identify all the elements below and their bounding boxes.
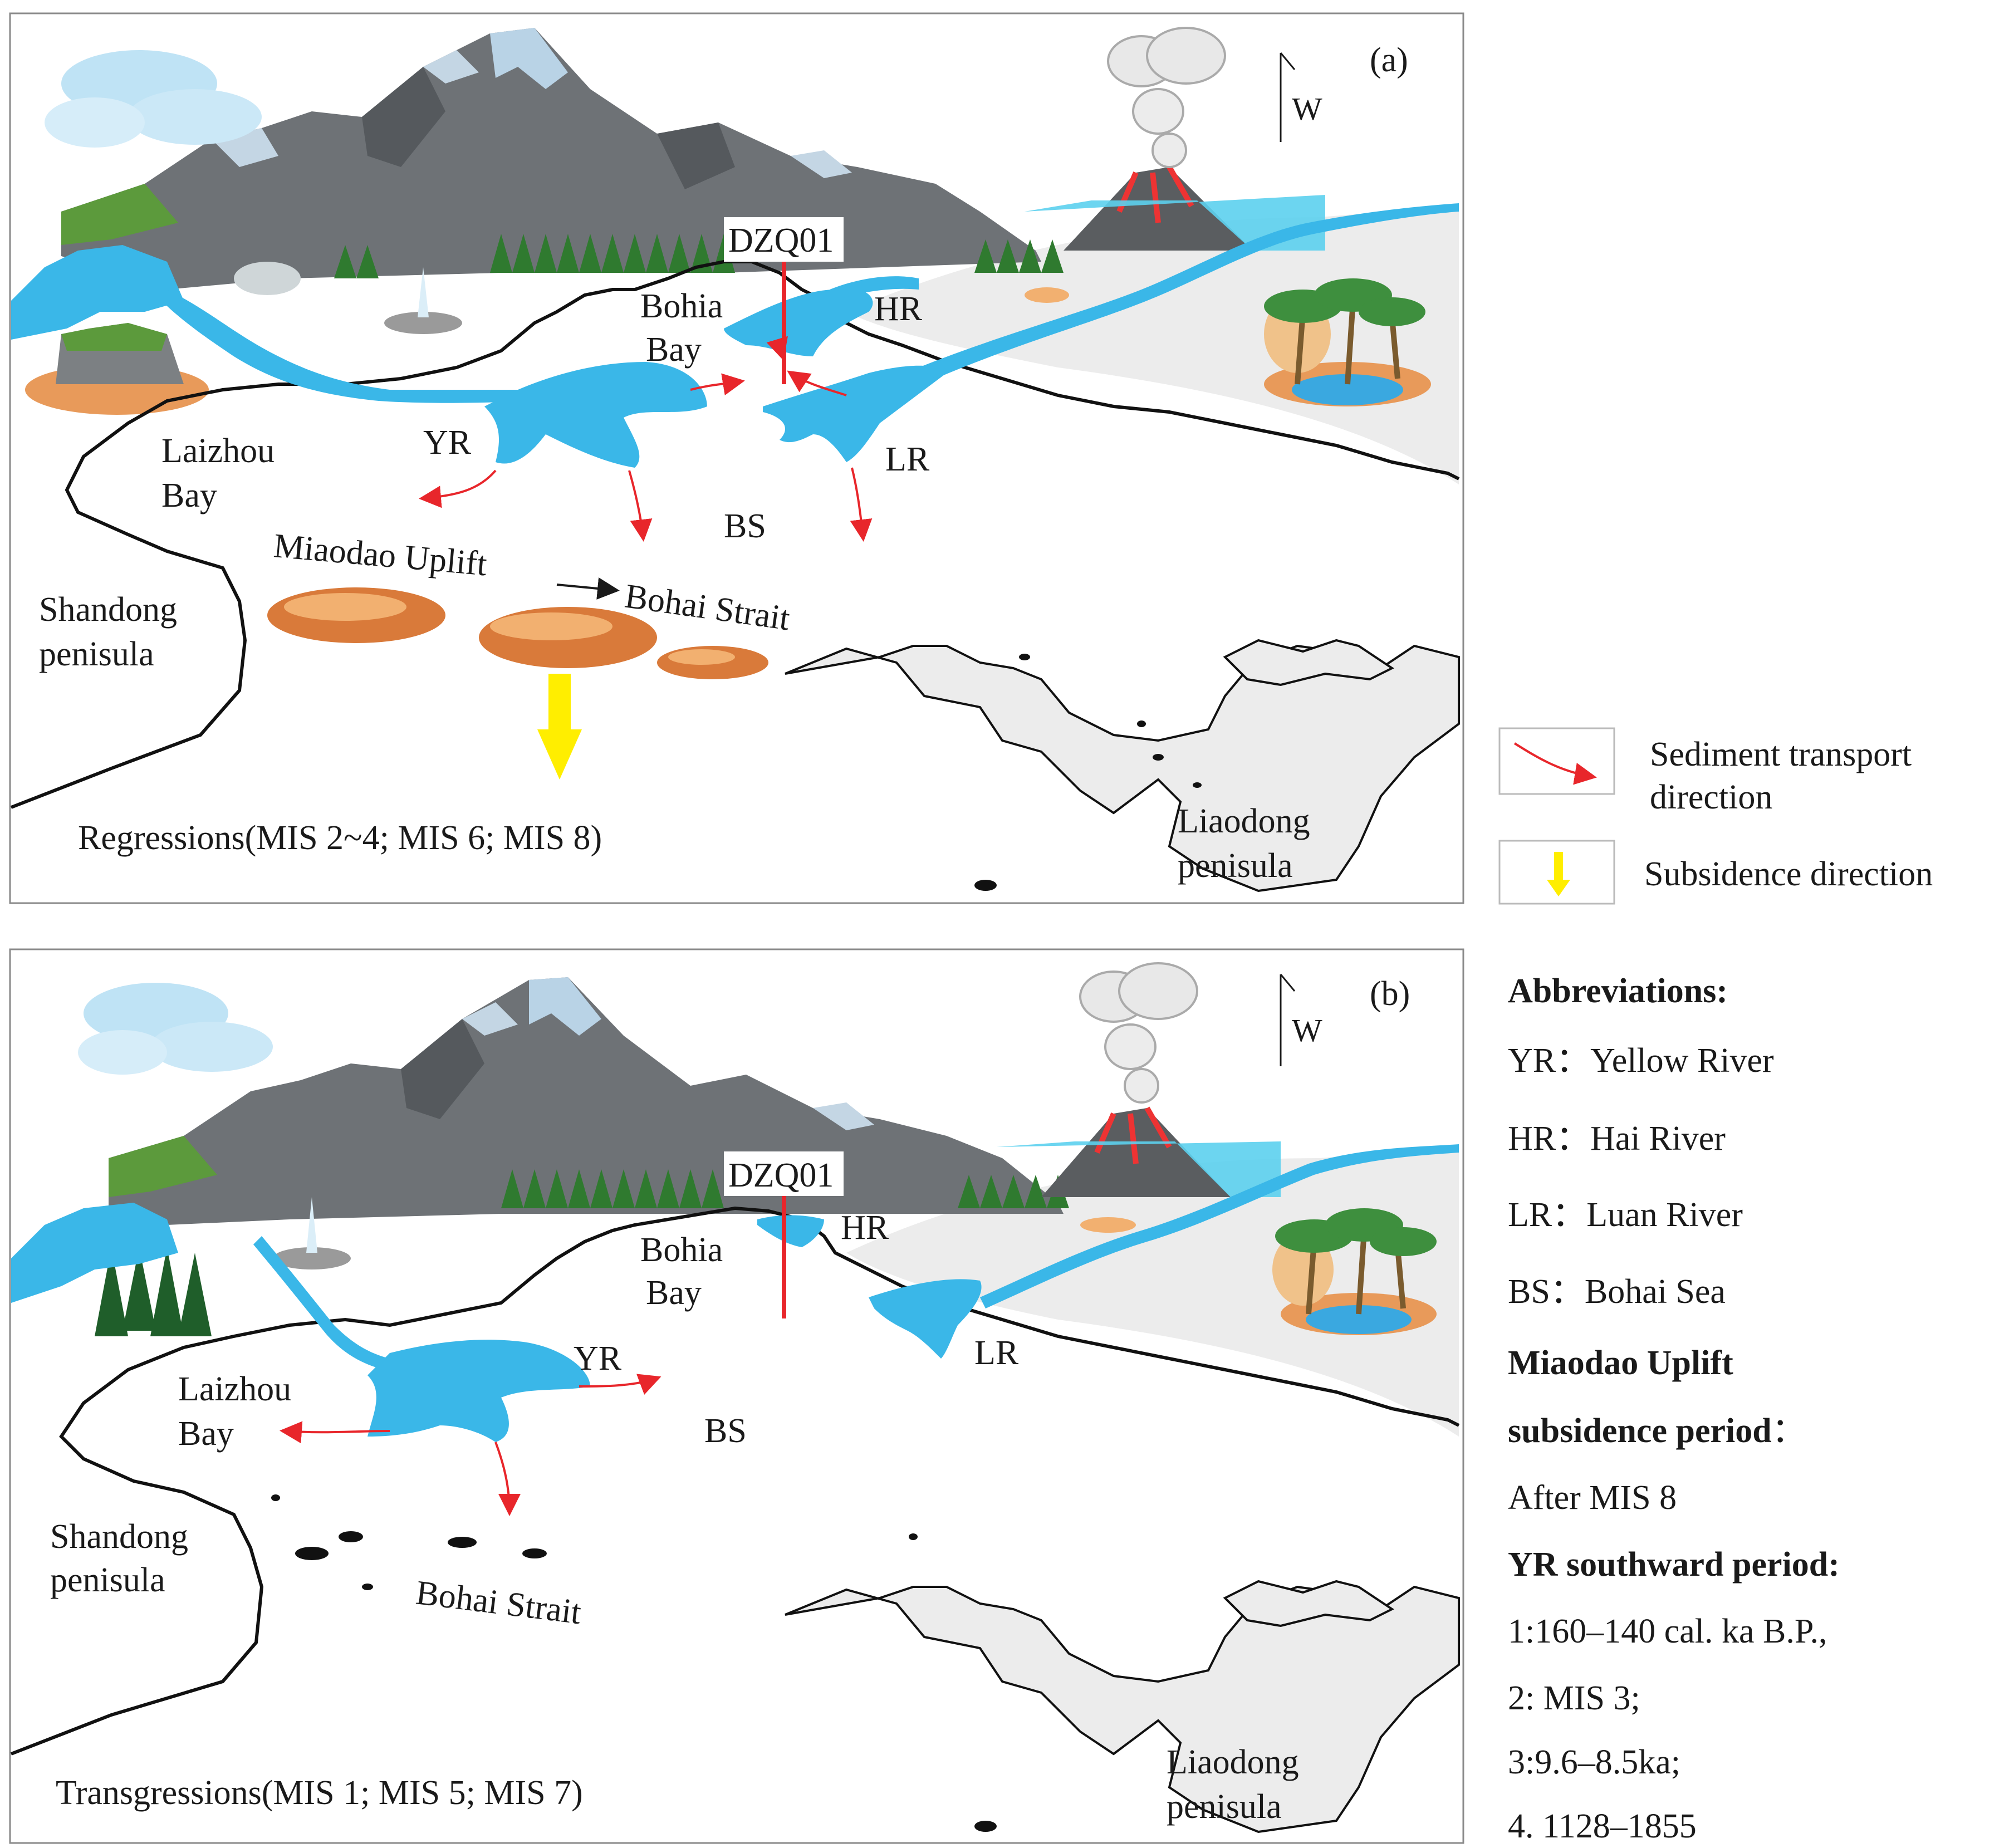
notes-lr: LR：Luan River: [1508, 1196, 1743, 1234]
notes-bs: BS：Bohai Sea: [1508, 1273, 1726, 1311]
panel-b-volcano: [997, 962, 1281, 1197]
panel-a-land-right: [846, 206, 1459, 484]
panel-a-laizhou-1: Laizhou: [161, 432, 275, 470]
panel-b: (b) W DZQ01 Bohia Bay HR YR LR BS Laizho…: [9, 948, 1464, 1844]
panel-b-bs-label: BS: [704, 1412, 747, 1450]
notes-hr: HR：Hai River: [1508, 1120, 1726, 1158]
panel-a-core-label-bg: [724, 217, 844, 262]
panel-a-bs-label: BS: [724, 507, 766, 545]
panel-b-cloud: [78, 983, 273, 1075]
panel-b-liaodong-land: [785, 1585, 1460, 1834]
legend-sediment-label-2: direction: [1650, 778, 1772, 816]
panel-b-bohai-bay-1: Bohia: [640, 1231, 723, 1269]
panel-b-laizhou-2: Bay: [178, 1415, 234, 1453]
panel-b-core-label: DZQ01: [728, 1156, 834, 1194]
notes-yr-title: YR southward period:: [1508, 1546, 1840, 1584]
panel-a-strait-arrow: [556, 577, 620, 600]
panel-b-coastline: [10, 1206, 1460, 1756]
legend-sediment-arrow: [1513, 742, 1597, 785]
legend-sediment-label-1: Sediment transport: [1650, 736, 1912, 773]
panel-a-liaodong-land: [785, 644, 1460, 893]
panel-a-tag: (a): [1370, 41, 1408, 79]
panel-b-compass-label: W: [1292, 1012, 1322, 1048]
panel-a-hr-label: HR: [874, 290, 923, 328]
panel-b-yr-label: YR: [574, 1340, 622, 1378]
legend-sediment-box: [1498, 727, 1615, 795]
panel-b-geyser: [273, 1197, 351, 1269]
panel-a-shandong-1: Shandong: [39, 591, 177, 629]
panel-a-yr-label: YR: [423, 424, 472, 462]
notes-subsidence-colon: ：: [1772, 1412, 1806, 1450]
panel-b-tag: (b): [1370, 975, 1410, 1013]
panel-a-compass-label: W: [1292, 91, 1322, 127]
panel-b-hr-label: HR: [841, 1209, 889, 1247]
panel-b-lr-label: LR: [974, 1334, 1019, 1372]
panel-b-liaodong-east: [1223, 1580, 1394, 1628]
panel-a-liaodong-2: penisula: [1178, 847, 1293, 885]
panel-a-islands: [974, 654, 1202, 891]
notes-miaodao-title: Miaodao Uplift: [1508, 1344, 1733, 1382]
notes-p2: 2: MIS 3;: [1508, 1679, 1640, 1717]
notes-abbr-title: Abbreviations:: [1508, 972, 1728, 1010]
panel-b-compass: [1280, 974, 1296, 1066]
panel-a-volcano: [1025, 27, 1325, 251]
notes-p4: 4. 1128–1855: [1508, 1807, 1697, 1845]
panel-b-land-right: [846, 1147, 1459, 1437]
panel-a-sediment-arrows: [419, 336, 873, 542]
panel-b-shandong-1: Shandong: [50, 1518, 188, 1556]
legend: Sediment transport direction Subsidence …: [1498, 727, 1933, 905]
panel-a-bohai-bay-1: Bohia: [640, 287, 723, 325]
panel-a-shandong-2: penisula: [39, 635, 154, 673]
panel-a-liaodong-1: Liaodong: [1178, 802, 1310, 840]
panel-b-liaodong-2: penisula: [1167, 1788, 1282, 1826]
panel-b-sediment-arrows: [280, 1374, 661, 1516]
panel-a: (a) W DZQ01 Bohia Bay HR YR LR BS Laizho…: [9, 12, 1464, 904]
panel-a-caption: Regressions(MIS 2~4; MIS 6; MIS 8): [78, 819, 602, 857]
panel-a-lr-label: LR: [885, 440, 930, 478]
panel-a-compass: [1280, 52, 1296, 142]
legend-subsidence-arrow: [1547, 852, 1570, 896]
panel-a-core-label: DZQ01: [728, 222, 834, 259]
panel-b-oasis: [1272, 1208, 1437, 1335]
panel-a-sandbar: [1025, 287, 1069, 303]
panel-b-core-label-bg: [724, 1151, 844, 1196]
panel-b-laizhou-1: Laizhou: [178, 1370, 291, 1408]
panel-b-sandbar: [1080, 1217, 1136, 1233]
notes-yr: YR：Yellow River: [1508, 1042, 1774, 1080]
panel-b-islands: [271, 1494, 997, 1832]
panel-a-oasis: [1264, 278, 1431, 406]
notes-after: After MIS 8: [1508, 1479, 1677, 1517]
panel-a-cloud: [45, 50, 262, 148]
panel-b-forest: [501, 1169, 1069, 1208]
panel-a-bohai-bay-2: Bay: [646, 331, 702, 369]
panel-a-geysers: [234, 262, 462, 334]
notes: Abbreviations: YR：Yellow River HR：Hai Ri…: [1508, 972, 1840, 1845]
panel-a-subsidence-arrow: [537, 674, 582, 780]
panel-a-laizhou-2: Bay: [161, 477, 217, 514]
panel-b-bohai-bay-2: Bay: [646, 1274, 702, 1312]
notes-p3: 3:9.6–8.5ka;: [1508, 1743, 1680, 1781]
panel-a-forest: [334, 234, 1064, 278]
notes-subsidence-line: subsidence period：: [1508, 1412, 1806, 1450]
panel-a-uplift: [267, 587, 768, 679]
panel-b-caption: Transgressions(MIS 1; MIS 5; MIS 7): [56, 1774, 583, 1812]
legend-subsidence-label: Subsidence direction: [1644, 855, 1933, 893]
panel-a-liaodong-east: [1223, 639, 1394, 687]
notes-subsidence-title: subsidence period: [1508, 1412, 1772, 1450]
panel-a-rivers: [11, 203, 1459, 468]
notes-p1: 1:160–140 cal. ka B.P.,: [1508, 1612, 1827, 1650]
panel-a-coastline: [10, 260, 1460, 809]
panel-b-rivers: [11, 1144, 1459, 1442]
panel-b-conifers: [95, 1247, 212, 1336]
panel-b-shandong-2: penisula: [50, 1561, 165, 1599]
panel-b-liaodong-1: Liaodong: [1167, 1743, 1299, 1781]
